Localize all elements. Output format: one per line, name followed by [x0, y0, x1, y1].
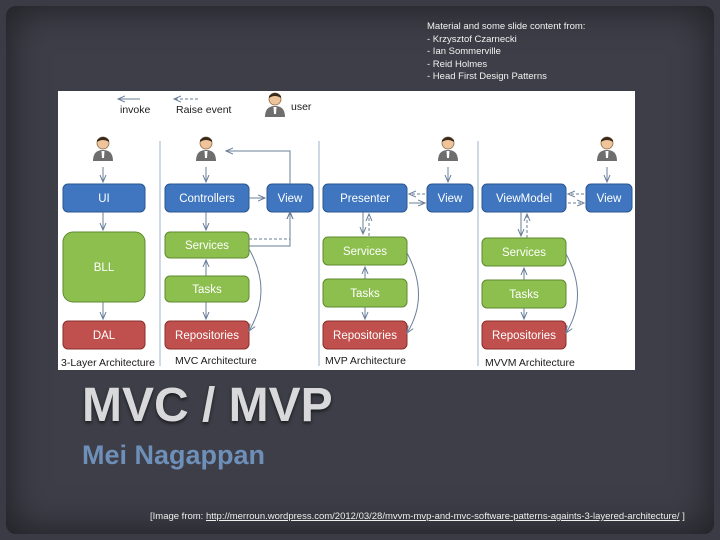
ui-box — [62, 183, 146, 213]
mvc-services-label: Services — [185, 240, 229, 252]
credits-line: Material and some slide content from: — [427, 21, 586, 32]
mvc-caption: MVC Architecture — [175, 355, 257, 367]
mvp-view-box — [426, 183, 474, 213]
architecture-diagram: invoke Raise event user UI BLL DAL 3-Lay… — [61, 92, 633, 369]
credits-line: - Ian Sommerville — [427, 46, 501, 57]
mvc-services-box — [164, 231, 250, 259]
mvp-services-box — [322, 236, 408, 266]
user-icon — [596, 136, 618, 162]
credits-line: - Krzysztof Czarnecki — [427, 33, 517, 45]
credits-block: Material and some slide content from: - … — [427, 21, 585, 84]
bll-box — [62, 231, 146, 303]
source-prefix: [Image from: — [150, 511, 206, 522]
mvvm-tasks-label: Tasks — [509, 289, 539, 301]
legend: invoke Raise event user — [118, 92, 312, 118]
architecture-diagram-image: invoke Raise event user UI BLL DAL 3-Lay… — [58, 91, 635, 370]
mvc-repositories-label: Repositories — [175, 330, 239, 342]
mvc-tasks-label: Tasks — [192, 284, 222, 296]
mvp-repositories-box — [322, 320, 408, 350]
user-icon — [437, 136, 459, 162]
user-icon — [264, 92, 286, 118]
mvp-tasks-label: Tasks — [350, 288, 380, 300]
mvvm-view-box — [585, 183, 633, 213]
presenter-box — [322, 183, 408, 213]
viewmodel-label: ViewModel — [496, 193, 552, 205]
credits-line: - Reid Holmes — [427, 58, 488, 70]
user-icon — [195, 136, 217, 162]
mvvm-view-label: View — [597, 193, 622, 205]
mvvm-repositories-box — [481, 320, 567, 350]
mvc-repositories-box — [164, 320, 250, 350]
mvvm-repositories-label: Repositories — [492, 330, 556, 342]
source-suffix: ] — [679, 511, 685, 522]
presenter-label: Presenter — [340, 193, 390, 205]
ui-label: UI — [98, 193, 110, 205]
mvc-column: Controllers View Services Tasks Reposito… — [164, 136, 314, 367]
mvp-repositories-label: Repositories — [333, 330, 397, 342]
mvvm-services-box — [481, 237, 567, 267]
user-icon — [92, 136, 114, 162]
credits-line: - Head First Design Patterns — [427, 71, 547, 82]
mvp-services-label: Services — [343, 246, 387, 258]
image-source-note: [Image from: http://merroun.wordpress.co… — [150, 511, 685, 522]
mvvm-caption: MVVM Architecture — [485, 357, 575, 369]
controllers-label: Controllers — [179, 193, 235, 205]
slide-title: MVC / MVP — [82, 379, 333, 432]
mvp-column: Presenter View Services Tasks Repositori… — [322, 136, 474, 367]
mvvm-column: ViewModel View Services Tasks Repositori… — [481, 136, 633, 369]
dal-box — [62, 320, 146, 350]
mvvm-services-label: Services — [502, 247, 546, 259]
mvp-view-label: View — [438, 193, 463, 205]
mvc-view-label: View — [278, 193, 303, 205]
viewmodel-box — [481, 183, 567, 213]
legend-invoke: invoke — [120, 104, 151, 116]
mvc-tasks-box — [164, 275, 250, 303]
slide-subtitle: Mei Nagappan — [82, 440, 266, 470]
three-layer-column: UI BLL DAL 3-Layer Architecture — [61, 136, 155, 369]
source-link[interactable]: http://merroun.wordpress.com/2012/03/28/… — [205, 511, 680, 522]
dal-label: DAL — [93, 330, 116, 342]
three-layer-caption: 3-Layer Architecture — [61, 357, 155, 369]
bll-label: BLL — [94, 262, 115, 274]
legend-raise-event: Raise event — [176, 104, 232, 116]
legend-user: user — [291, 101, 312, 113]
mvp-caption: MVP Architecture — [325, 355, 406, 367]
